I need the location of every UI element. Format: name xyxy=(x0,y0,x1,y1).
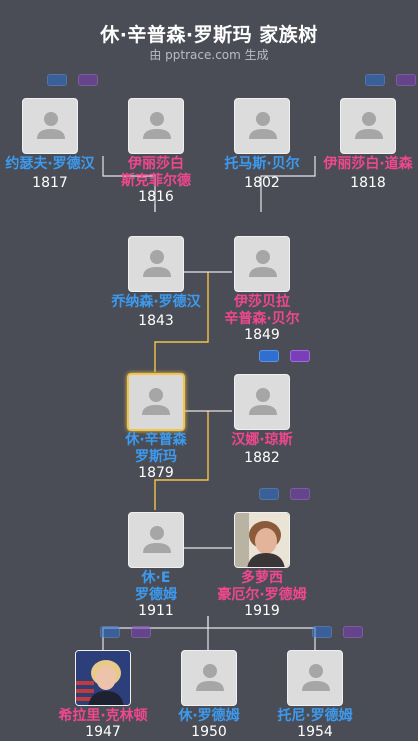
avatar-placeholder-icon xyxy=(143,112,171,139)
portrait-photo xyxy=(76,651,130,705)
person-card-p6[interactable] xyxy=(234,236,290,292)
avatar-placeholder-icon xyxy=(142,388,170,415)
expand-mother-toggle[interactable] xyxy=(131,626,151,638)
person-year: 1919 xyxy=(244,603,280,619)
expand-mother-toggle[interactable] xyxy=(343,626,363,638)
person-card-p13[interactable] xyxy=(287,650,343,706)
person-year: 1817 xyxy=(32,175,68,191)
person-year: 1947 xyxy=(85,724,121,740)
person-year: 1818 xyxy=(350,175,386,191)
person-card-p5[interactable] xyxy=(128,236,184,292)
person-name[interactable]: 托马斯·贝尔 xyxy=(224,156,300,172)
person-name[interactable]: 多萝西豪厄尔·罗德姆 xyxy=(217,570,307,603)
expand-father-toggle[interactable] xyxy=(100,626,120,638)
highlight-connector-line xyxy=(154,272,209,372)
person-year: 1879 xyxy=(138,465,174,481)
person-year: 1849 xyxy=(244,327,280,343)
person-photo-p10[interactable] xyxy=(234,512,290,568)
person-card-p8[interactable] xyxy=(234,374,290,430)
expand-father-toggle[interactable] xyxy=(259,488,279,500)
person-name[interactable]: 汉娜·琼斯 xyxy=(231,432,293,448)
person-name[interactable]: 伊莎贝拉辛普森·贝尔 xyxy=(224,294,300,327)
expand-mother-toggle[interactable] xyxy=(78,74,98,86)
person-name[interactable]: 休·罗德姆 xyxy=(178,708,240,724)
person-card-p7-selected[interactable] xyxy=(127,373,185,431)
person-name[interactable]: 伊丽莎白·道森 xyxy=(323,156,413,172)
page-subtitle: 由 pptrace.com 生成 xyxy=(149,48,269,62)
person-name[interactable]: 希拉里·克林顿 xyxy=(58,708,148,724)
person-year: 1954 xyxy=(297,724,333,740)
person-name[interactable]: 乔纳森·罗德汉 xyxy=(111,294,201,310)
person-year: 1911 xyxy=(138,603,174,619)
expand-father-toggle[interactable] xyxy=(365,74,385,86)
expand-father-toggle[interactable] xyxy=(259,350,279,362)
avatar-placeholder-icon xyxy=(37,112,65,139)
person-card-p2[interactable] xyxy=(128,98,184,154)
person-year: 1802 xyxy=(244,175,280,191)
expand-mother-toggle[interactable] xyxy=(290,488,310,500)
person-name[interactable]: 约瑟夫·罗德汉 xyxy=(5,156,95,172)
person-year: 1950 xyxy=(191,724,227,740)
expand-father-toggle[interactable] xyxy=(312,626,332,638)
person-card-p3[interactable] xyxy=(234,98,290,154)
page-title: 休·辛普森·罗斯玛 家族树 xyxy=(100,24,318,46)
person-photo-p11[interactable] xyxy=(75,650,131,706)
connector-line xyxy=(208,627,316,650)
avatar-placeholder-icon xyxy=(196,664,224,691)
expand-mother-toggle[interactable] xyxy=(396,74,416,86)
person-year: 1843 xyxy=(138,313,174,329)
person-name[interactable]: 托尼·罗德姆 xyxy=(277,708,353,724)
person-card-p1[interactable] xyxy=(22,98,78,154)
avatar-placeholder-icon xyxy=(249,388,277,415)
avatar-placeholder-icon xyxy=(143,526,171,553)
highlight-connector-line xyxy=(154,411,209,510)
person-card-p12[interactable] xyxy=(181,650,237,706)
avatar-placeholder-icon xyxy=(143,250,171,277)
avatar-placeholder-icon xyxy=(249,250,277,277)
expand-mother-toggle[interactable] xyxy=(290,350,310,362)
portrait-photo xyxy=(235,513,289,567)
person-name[interactable]: 休·辛普森罗斯玛 xyxy=(125,432,187,465)
person-name[interactable]: 伊丽莎白斯克菲尔德 xyxy=(121,156,191,189)
person-card-p4[interactable] xyxy=(340,98,396,154)
avatar-placeholder-icon xyxy=(249,112,277,139)
avatar-placeholder-icon xyxy=(302,664,330,691)
person-card-p9[interactable] xyxy=(128,512,184,568)
expand-father-toggle[interactable] xyxy=(47,74,67,86)
connector-line xyxy=(102,156,156,212)
person-year: 1882 xyxy=(244,450,280,466)
connector-line xyxy=(260,156,316,212)
avatar-placeholder-icon xyxy=(355,112,383,139)
person-year: 1816 xyxy=(138,189,174,205)
